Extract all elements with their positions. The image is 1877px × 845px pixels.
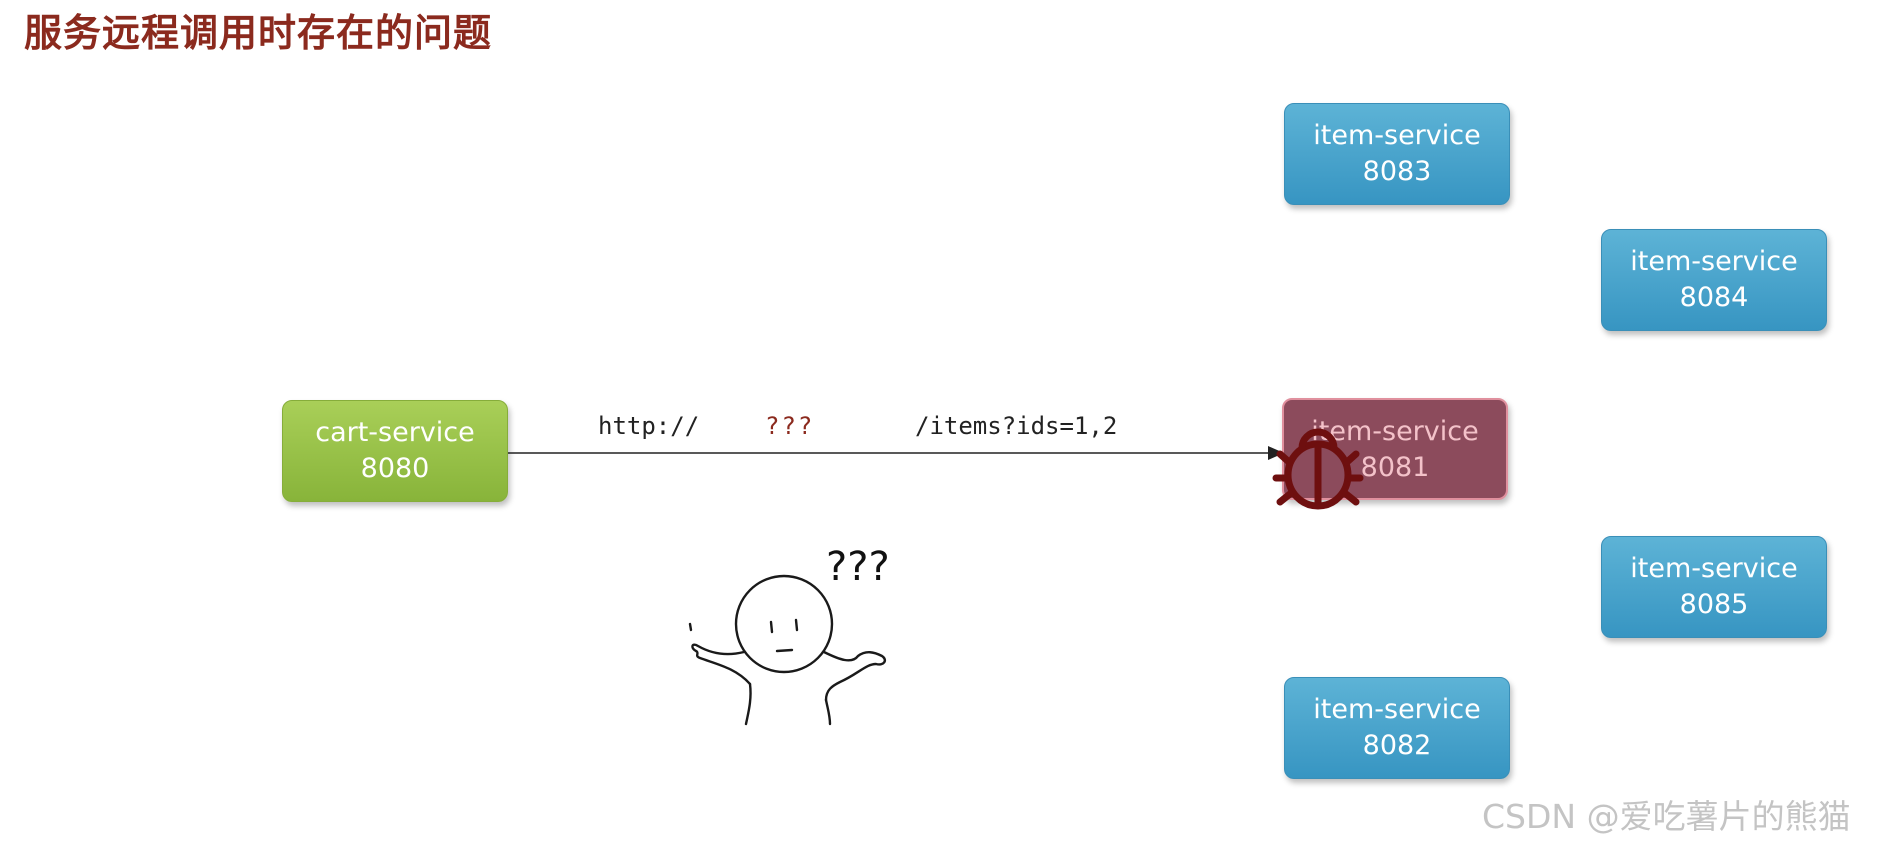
thought-bubble: ??? <box>826 544 890 590</box>
confused-person-icon: ??? <box>690 544 890 724</box>
arrow-right-icon <box>508 446 1284 460</box>
watermark: CSDN @爱吃薯片的熊猫 <box>1482 790 1851 838</box>
bug-icon <box>1276 432 1360 506</box>
